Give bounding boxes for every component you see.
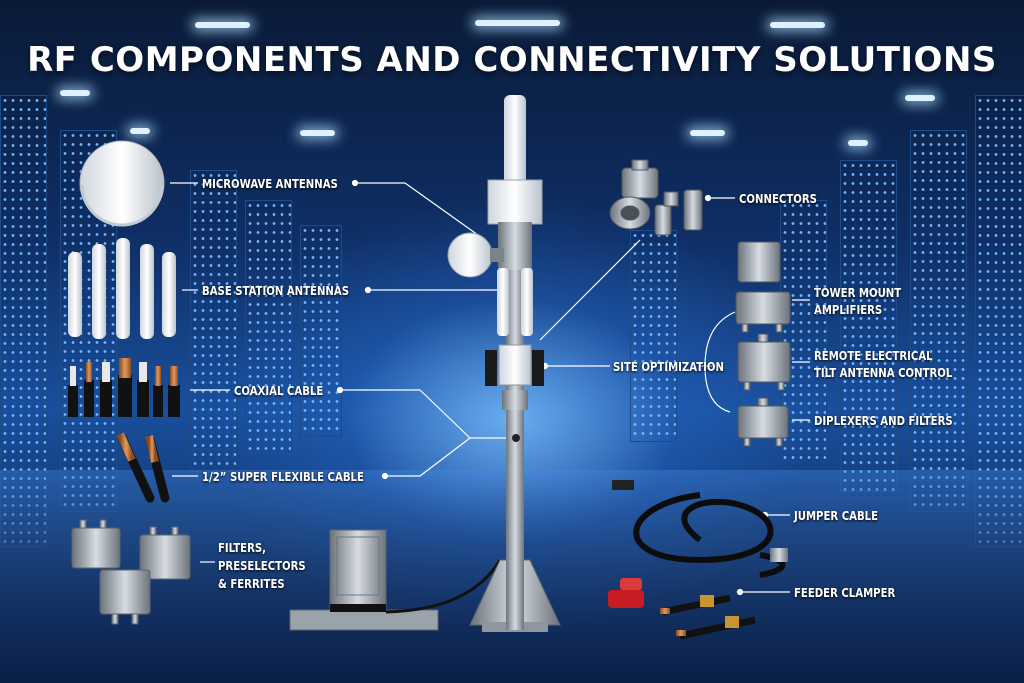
- connectors-icon: [609, 159, 703, 236]
- label-diplexers: DIPLEXERS AND FILTERS: [814, 413, 953, 428]
- ceiling-light: [690, 130, 725, 136]
- jumper-cable-icon: [612, 480, 788, 578]
- label-coaxial-cable: COAXIAL CABLE: [234, 383, 324, 398]
- server-rack: [630, 230, 677, 442]
- cell-tower-icon: [447, 95, 561, 632]
- coaxial-cable-icon: [68, 358, 180, 417]
- ceiling-light: [300, 130, 335, 136]
- label-ret-line1: REMOTE ELECTRICAL: [814, 348, 933, 363]
- ceiling-light: [195, 22, 250, 28]
- label-filters-line1: FILTERS,: [218, 540, 267, 555]
- label-base-station-antennas: BASE STATION ANTENNAS: [202, 283, 350, 298]
- tower-mount-amplifier-icon: [735, 241, 791, 333]
- label-ret-line2: TILT ANTENNA CONTROL: [814, 365, 953, 380]
- server-rack: [190, 170, 237, 472]
- label-super-flexible-cable: 1/2” SUPER FLEXIBLE CABLE: [202, 469, 364, 484]
- ceiling-light: [130, 128, 150, 134]
- label-connectors: CONNECTORS: [739, 191, 817, 206]
- equipment-cabinet-icon: [289, 529, 502, 631]
- microwave-antenna-icon: [79, 140, 165, 227]
- base-station-antennas-icon: [68, 238, 176, 339]
- ceiling-light: [60, 90, 90, 96]
- server-rack: [300, 225, 342, 437]
- server-rack: [910, 130, 967, 512]
- page-title: RF COMPONENTS AND CONNECTIVITY SOLUTIONS: [27, 40, 997, 80]
- label-jumper-cable: JUMPER CABLE: [794, 508, 879, 523]
- server-rack: [245, 200, 292, 452]
- ceiling-light: [770, 22, 825, 28]
- filters-icon: [71, 519, 191, 625]
- server-rack: [840, 160, 897, 492]
- label-site-optimization: SITE OPTIMIZATION: [613, 359, 724, 374]
- label-filters-line2: PRESELECTORS: [218, 558, 306, 573]
- diplexer-icon: [737, 397, 789, 447]
- ceiling-light: [475, 20, 560, 26]
- label-microwave-antennas: MICROWAVE ANTENNAS: [202, 176, 338, 191]
- ceiling-light: [905, 95, 935, 101]
- label-feeder-clamper: FEEDER CLAMPER: [794, 585, 896, 600]
- label-tma-line1: TOWER MOUNT: [814, 285, 902, 300]
- super-flexible-cable-icon: [116, 432, 170, 503]
- label-filters-line3: & FERRITES: [218, 576, 285, 591]
- label-tma-line2: AMPLIFIERS: [814, 302, 883, 317]
- remote-electrical-tilt-icon: [737, 333, 791, 391]
- feeder-clamper-icon: [608, 578, 756, 640]
- leader-lines: [170, 179, 810, 596]
- ceiling-light: [848, 140, 868, 146]
